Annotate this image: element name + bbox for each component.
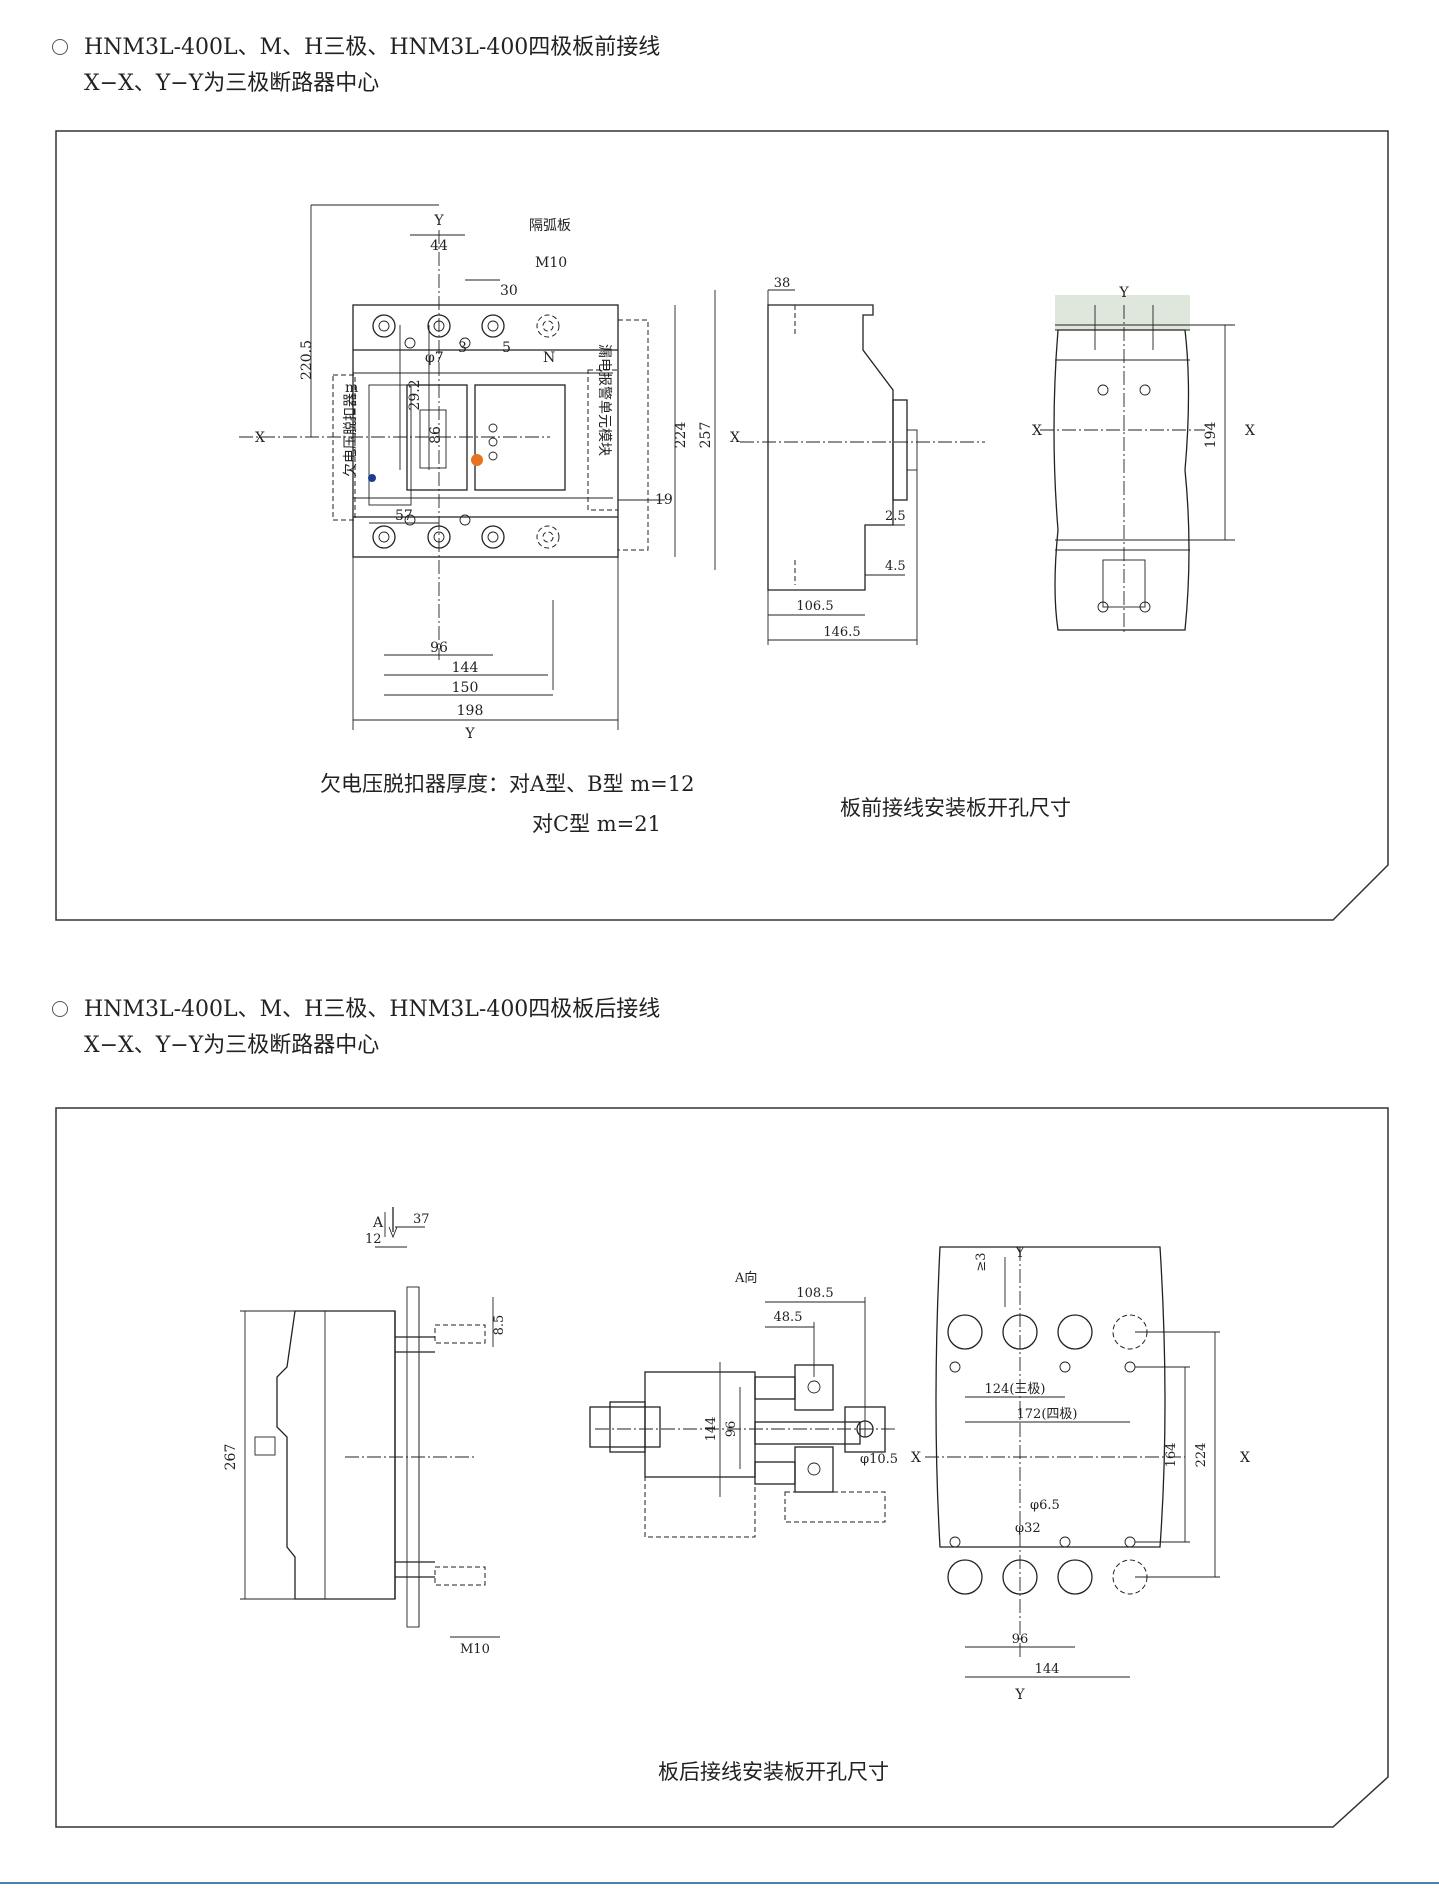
section2-subtitle: X−X、Y−Y为三极断路器中心 bbox=[84, 1033, 380, 1058]
dim-257: 257 bbox=[698, 422, 714, 449]
label-y-top: Y bbox=[433, 213, 444, 229]
dim-194: 194 bbox=[1203, 422, 1219, 449]
dim-144-rear: 144 bbox=[1035, 1662, 1060, 1677]
dim-8-5: 8.5 bbox=[492, 1315, 507, 1336]
section2-drawing: A 37 12 8.5 267 M10 A向 108.5 48.5 96 144… bbox=[55, 1107, 1389, 1828]
section1-title: HNM3L-400L、M、H三极、HNM3L-400四极板前接线 bbox=[84, 35, 661, 60]
note-line-1: 欠电压脱扣器厚度：对A型、B型 m=12 bbox=[320, 772, 695, 796]
front-view bbox=[239, 204, 716, 730]
dim-96: 96 bbox=[430, 640, 448, 656]
section2-header: HNM3L-400L、M、H三极、HNM3L-400四极板后接线 X−X、Y−Y… bbox=[52, 992, 660, 1064]
label-x-right: X bbox=[730, 430, 740, 446]
section2-caption: 板后接线安装板开孔尺寸 bbox=[658, 1760, 889, 1784]
label-124-three-pole: 124(三极) bbox=[985, 1382, 1046, 1397]
dim-19: 19 bbox=[655, 492, 673, 508]
dim-4-5: 4.5 bbox=[885, 559, 906, 574]
rear-side-view bbox=[240, 1207, 500, 1638]
circle-bullet-icon bbox=[52, 1001, 68, 1017]
label-a: A bbox=[372, 1215, 384, 1231]
dim-57: 57 bbox=[395, 508, 413, 524]
side-view bbox=[740, 289, 985, 645]
dim-44: 44 bbox=[430, 238, 448, 254]
a-direction-view bbox=[589, 1297, 895, 1538]
label-y-bottom: Y bbox=[464, 726, 475, 742]
label-arc-plate: 隔弧板 bbox=[529, 218, 571, 234]
label-m10-rear: M10 bbox=[460, 1642, 490, 1657]
label-n: N bbox=[543, 350, 555, 366]
indicator-blue-icon bbox=[368, 474, 376, 482]
rear-panel-cutout-view bbox=[925, 1246, 1220, 1678]
label-phi6-5: φ6.5 bbox=[1030, 1498, 1060, 1513]
section1-diagram-frame: Y 44 隔弧板 M10 30 220.5 欠电压脱扣器 m φ7 3 5 N … bbox=[55, 130, 1390, 922]
note-line-2: 对C型 m=21 bbox=[532, 812, 661, 836]
label-x-panel-left: X bbox=[1032, 423, 1042, 439]
dim-30: 30 bbox=[500, 283, 518, 299]
section1-drawing: Y 44 隔弧板 M10 30 220.5 欠电压脱扣器 m φ7 3 5 N … bbox=[55, 130, 1389, 921]
label-leak-module: 漏电报警单元模块 bbox=[596, 344, 612, 456]
label-phi7: φ7 bbox=[425, 350, 444, 366]
label-x-rear-left: X bbox=[911, 1450, 921, 1466]
footer-rule bbox=[0, 1882, 1439, 1884]
label-phi10-5: φ10.5 bbox=[860, 1452, 898, 1467]
dim-220-5: 220.5 bbox=[299, 340, 315, 380]
label-ge3: ≥3 bbox=[974, 1252, 989, 1271]
label-phi32: φ32 bbox=[1015, 1521, 1041, 1536]
dim-144-a: 144 bbox=[704, 1417, 719, 1442]
label-172-four-pole: 172(四极) bbox=[1017, 1407, 1078, 1422]
circle-bullet-icon bbox=[52, 39, 68, 55]
section1-header: HNM3L-400L、M、H三极、HNM3L-400四极板前接线 X−X、Y−Y… bbox=[52, 30, 660, 102]
label-x-panel-right: X bbox=[1245, 423, 1255, 439]
dim-108-5: 108.5 bbox=[796, 1286, 833, 1301]
section1-subtitle: X−X、Y−Y为三极断路器中心 bbox=[84, 71, 380, 96]
label-m10: M10 bbox=[535, 255, 567, 271]
label-a-direction: A向 bbox=[734, 1270, 757, 1286]
dim-37: 37 bbox=[413, 1212, 430, 1227]
dim-2-5: 2.5 bbox=[885, 509, 906, 524]
label-5: 5 bbox=[502, 340, 511, 356]
label-x-rear-right: X bbox=[1240, 1450, 1250, 1466]
dim-86: 86 bbox=[428, 426, 444, 444]
dim-267: 267 bbox=[223, 1444, 239, 1471]
label-y-panel: Y bbox=[1118, 285, 1129, 301]
section1-caption: 板前接线安装板开孔尺寸 bbox=[840, 796, 1071, 820]
label-3: 3 bbox=[458, 340, 467, 356]
dim-48-5: 48.5 bbox=[774, 1310, 803, 1325]
label-y-rear-top: Y bbox=[1014, 1245, 1025, 1261]
dim-224-rear: 224 bbox=[1194, 1443, 1209, 1468]
dim-12: 12 bbox=[365, 1232, 382, 1247]
indicator-orange-icon bbox=[471, 454, 483, 466]
dim-38: 38 bbox=[774, 276, 791, 291]
dim-198: 198 bbox=[457, 703, 484, 719]
section2-diagram-frame: A 37 12 8.5 267 M10 A向 108.5 48.5 96 144… bbox=[55, 1107, 1390, 1829]
dim-224: 224 bbox=[673, 422, 689, 449]
panel-cutout-view bbox=[1040, 295, 1235, 635]
label-x-left: X bbox=[255, 430, 265, 446]
dim-164: 164 bbox=[1164, 1443, 1179, 1468]
dim-144: 144 bbox=[452, 660, 479, 676]
section2-title: HNM3L-400L、M、H三极、HNM3L-400四极板后接线 bbox=[84, 997, 661, 1022]
label-m: m bbox=[345, 380, 358, 396]
dim-96-a: 96 bbox=[724, 1421, 739, 1438]
dim-29-2: 29.2 bbox=[407, 379, 423, 410]
label-undervoltage: 欠电压脱扣器 bbox=[343, 393, 359, 477]
dim-146-5: 146.5 bbox=[823, 625, 860, 640]
dim-96-rear: 96 bbox=[1012, 1632, 1029, 1647]
label-y-rear-bottom: Y bbox=[1014, 1687, 1025, 1703]
dim-106-5: 106.5 bbox=[796, 599, 833, 614]
dim-150: 150 bbox=[452, 680, 479, 696]
